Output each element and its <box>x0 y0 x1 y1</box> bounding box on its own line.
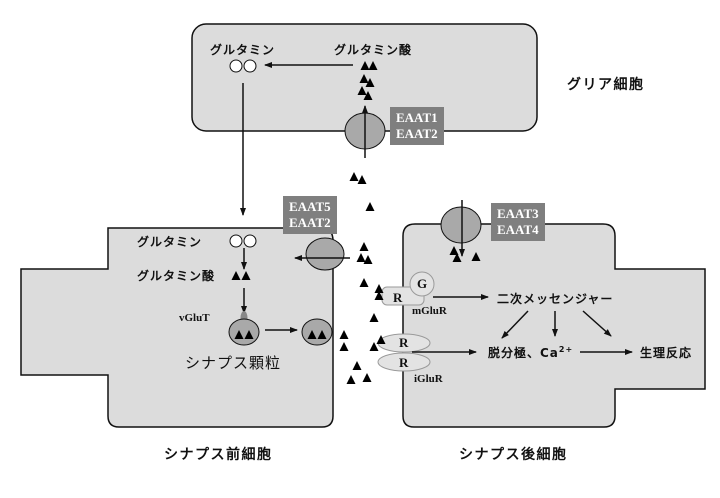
transporter-name: EAAT2 <box>396 126 438 141</box>
second-messenger-to-response-arrow <box>582 310 612 337</box>
calcium-charge: 2+ <box>558 345 574 354</box>
glutamate-triangle <box>449 246 459 255</box>
second-messenger-label: 二次メッセンジャー <box>497 292 614 306</box>
glutamate-triangle <box>374 291 384 300</box>
glutamate-triangle <box>369 342 379 351</box>
iglur-r-upper-label: R <box>399 335 409 350</box>
glutamine-molecule <box>243 59 257 73</box>
glutamate-triangle <box>307 330 317 339</box>
glia-transporter-label: EAAT1 EAAT2 <box>390 107 444 145</box>
synaptic-vesicle-label: シナプス顆粒 <box>185 354 282 372</box>
glutamate-triangle <box>244 330 254 339</box>
glia-glutamine-label: グルタミン <box>210 43 276 57</box>
postsynaptic-cell-label: シナプス後細胞 <box>459 447 568 463</box>
glutamate-triangle <box>368 61 378 70</box>
glutamate-triangle <box>359 242 369 251</box>
glutamate-triangle <box>231 271 241 280</box>
depolarization-calcium-label: 脱分極、Ca2+ <box>488 344 573 361</box>
glutamate-triangle <box>352 361 362 370</box>
glutamate-triangle <box>365 78 375 87</box>
mglur-label: mGluR <box>412 305 447 317</box>
glutamate-triangle <box>349 172 359 181</box>
glutamine-molecule <box>229 234 243 248</box>
glutamate-triangle <box>362 373 372 382</box>
transporter-name: EAAT3 <box>497 206 539 221</box>
second-messenger-to-depolarization-arrow <box>501 310 529 339</box>
glutamate-triangle <box>365 202 375 211</box>
presynaptic-glutamine-label: グルタミン <box>137 235 203 249</box>
presynaptic-glutamate-label: グルタミン酸 <box>137 269 216 283</box>
glutamate-triangle <box>376 335 386 344</box>
glutamate-triangle <box>234 330 244 339</box>
iglur-receptor-lower <box>377 352 431 372</box>
glutamate-triangle <box>356 253 366 262</box>
glutamine-molecule <box>229 59 243 73</box>
glutamate-triangle <box>374 284 384 293</box>
synaptic-vesicle <box>228 318 260 346</box>
transporter-name: EAAT1 <box>396 110 438 125</box>
g-protein <box>409 271 435 297</box>
glutamate-triangle <box>241 271 251 280</box>
docked-vesicle <box>301 318 333 346</box>
postsynaptic-cell <box>402 223 706 428</box>
g-protein-label: G <box>417 276 428 291</box>
glutamate-triangle <box>346 375 356 384</box>
transporter-name: EAAT5 <box>289 199 331 214</box>
glial-cell-label: グリア細胞 <box>567 77 645 93</box>
glutamine-molecule <box>243 234 257 248</box>
glutamate-triangle <box>363 255 373 264</box>
postsynaptic-transporter <box>440 206 482 244</box>
presynaptic-cell <box>20 227 334 428</box>
mglur-r-label: R <box>393 290 403 305</box>
vglut-label: vGluT <box>179 312 210 324</box>
glutamate-triangle <box>357 175 367 184</box>
depolarization-text: 脱分極、Ca <box>488 346 559 360</box>
transporter-name: EAAT2 <box>289 215 331 230</box>
glutamate-triangle <box>359 74 369 83</box>
glutamate-triangle <box>452 253 462 262</box>
presynaptic-transporter <box>305 237 345 271</box>
glutamate-triangle <box>339 330 349 339</box>
iglur-r-lower-label: R <box>399 355 409 370</box>
glutamate-molecules <box>231 61 481 384</box>
glutamate-triangle <box>363 91 373 100</box>
glutamate-triangle <box>471 252 481 261</box>
glutamate-triangle <box>357 86 367 95</box>
glutamate-triangle <box>317 330 327 339</box>
presynaptic-cell-label: シナプス前細胞 <box>164 447 273 463</box>
glutamate-triangle <box>369 313 379 322</box>
postsynaptic-transporter-label: EAAT3 EAAT4 <box>491 203 545 241</box>
glutamate-triangle <box>360 61 370 70</box>
presynaptic-transporter-label: EAAT5 EAAT2 <box>283 196 337 234</box>
glia-glutamate-label: グルタミン酸 <box>334 43 413 57</box>
iglur-label: iGluR <box>414 373 443 385</box>
glutamate-triangle <box>339 342 349 351</box>
physiological-response-label: 生理反応 <box>640 346 693 360</box>
transporter-name: EAAT4 <box>497 222 539 237</box>
glutamate-triangle <box>359 278 369 287</box>
